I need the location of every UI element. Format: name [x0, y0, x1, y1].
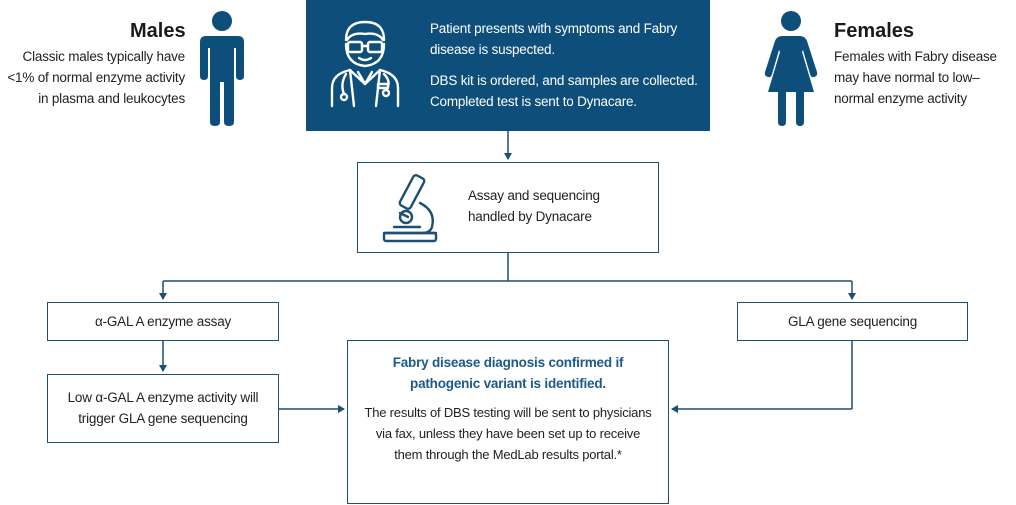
diagnosis-box: Fabry disease diagnosis confirmed if pat… [347, 340, 669, 504]
patient-presents-text: Patient presents with symptoms and Fabry… [430, 21, 678, 57]
females-description: Females with Fabry disease may have norm… [834, 49, 997, 106]
low-activity-box: Low α-GAL A enzyme activity will trigger… [47, 374, 279, 443]
male-person-icon [200, 11, 244, 126]
gla-sequencing-box: GLA gene sequencing [737, 302, 968, 341]
microscope-icon [382, 174, 438, 243]
dbs-kit-text: DBS kit is ordered, and samples are coll… [430, 73, 698, 109]
females-title: Females [834, 20, 915, 42]
males-description: Classic males typically have <1% of norm… [7, 49, 185, 106]
alpha-gal-assay-box: α-GAL A enzyme assay [47, 302, 279, 341]
assay-box: Assay and sequencing handled by Dynacare [357, 162, 659, 253]
diagnosis-title: Fabry disease diagnosis confirmed if pat… [392, 355, 624, 391]
doctor-icon [330, 20, 400, 108]
female-person-icon [764, 11, 818, 126]
assay-text: Assay and sequencing handled by Dynacare [468, 188, 600, 224]
diagnosis-body: The results of DBS testing will be sent … [364, 405, 652, 462]
males-title: Males [130, 20, 186, 42]
patient-box: Patient presents with symptoms and Fabry… [306, 0, 710, 131]
